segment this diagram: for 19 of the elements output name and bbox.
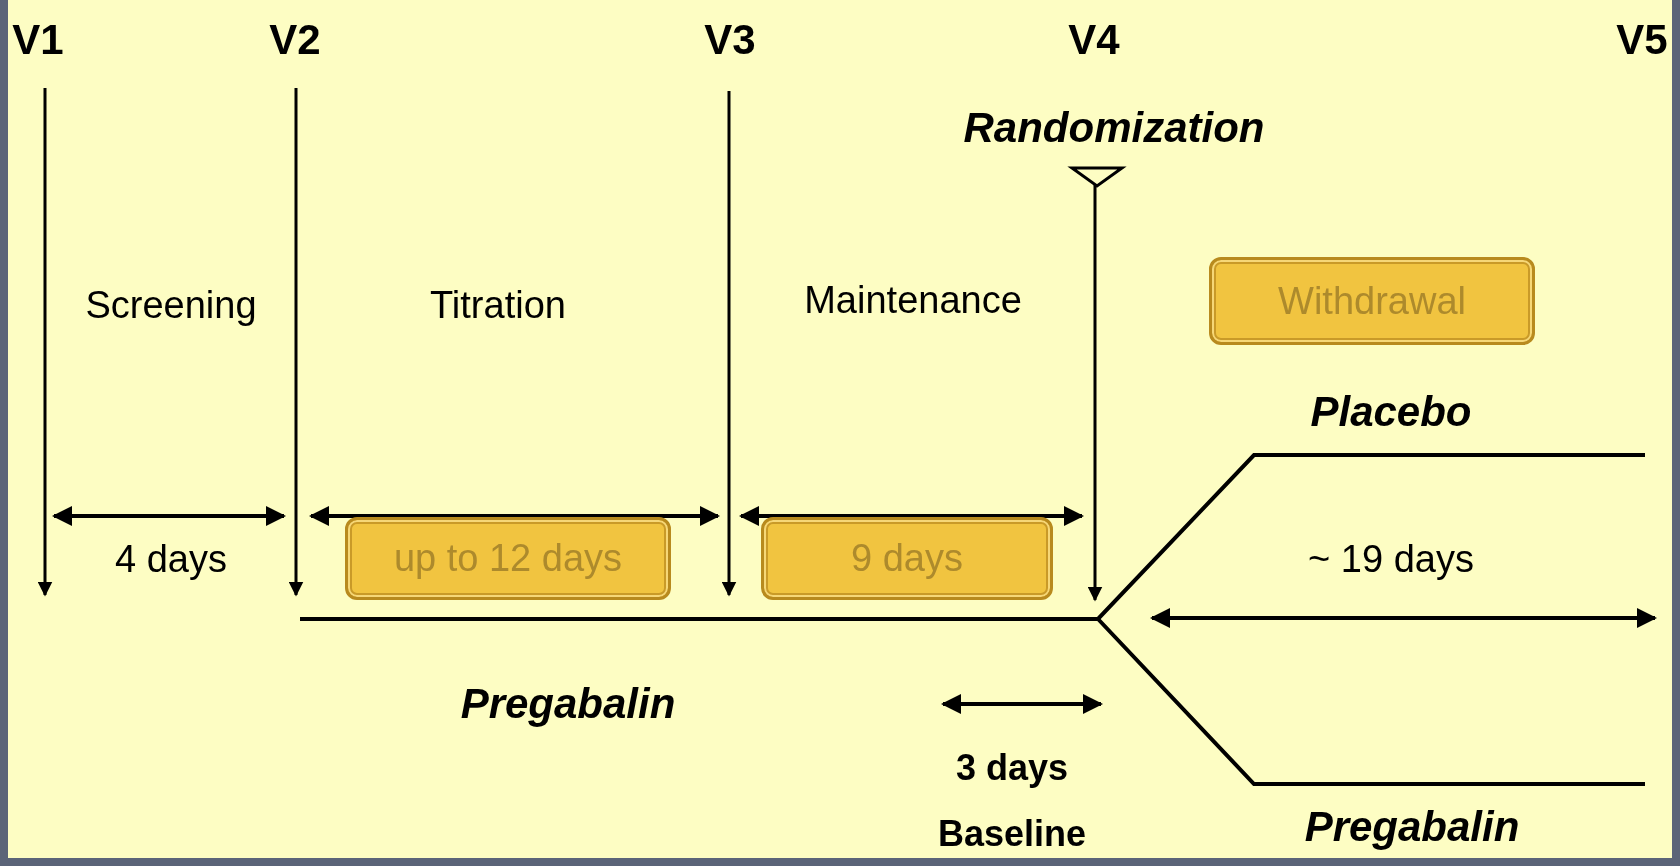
highlight-box: up to 12 days — [345, 517, 671, 600]
treatment-label: Placebo — [1310, 391, 1472, 433]
phase-label: Titration — [430, 286, 566, 324]
treatment-label: Pregabalin — [1304, 806, 1520, 848]
visit-label: V1 — [12, 19, 64, 61]
treatment-label: Pregabalin — [460, 683, 676, 725]
duration-label: 3 days — [955, 750, 1069, 786]
highlight-box: 9 days — [761, 517, 1053, 600]
visit-label: V5 — [1616, 19, 1668, 61]
visit-label: V2 — [269, 19, 321, 61]
phase-label: Baseline — [937, 816, 1087, 852]
phase-label: Screening — [85, 286, 257, 324]
highlight-box: Withdrawal — [1209, 257, 1535, 345]
duration-label: ~ 19 days — [1308, 540, 1474, 578]
duration-label: 4 days — [115, 540, 227, 578]
event-label: Randomization — [963, 107, 1265, 149]
visit-label: V3 — [704, 19, 756, 61]
visit-label: V4 — [1068, 19, 1120, 61]
phase-label: Maintenance — [804, 281, 1022, 319]
